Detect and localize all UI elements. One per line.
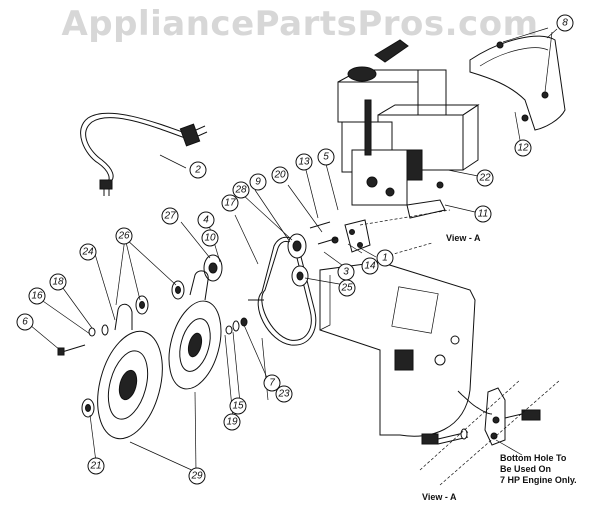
pulley-drawing: [203, 219, 371, 287]
callout-label: 26: [117, 231, 130, 242]
callout-circle: [556, 14, 574, 32]
callout-label: 14: [364, 261, 376, 272]
callout-circle: [476, 169, 494, 187]
callout-circle: [275, 385, 293, 403]
callout-label: 22: [478, 173, 491, 184]
callout-label: 3: [343, 267, 349, 278]
callout-circle: [361, 257, 379, 275]
callout-circle: [271, 166, 289, 184]
callout-circle: [232, 181, 250, 199]
callout-label: 27: [163, 211, 176, 222]
callout-label: 20: [273, 170, 286, 181]
callout-circle: [317, 148, 335, 166]
note-line-3: 7 HP Engine Only.: [500, 475, 577, 485]
callout-label: 6: [22, 317, 28, 328]
callout-circle: [28, 287, 46, 305]
callout-label: 1: [382, 253, 388, 264]
engine-drawing: [337, 39, 480, 219]
note-line-2: Be Used On: [500, 464, 551, 474]
callout-circle: [263, 374, 281, 392]
belt-drawing: [257, 236, 317, 346]
callout-label: 5: [323, 152, 329, 163]
callout-label: 12: [517, 143, 529, 154]
callout-circle: [221, 194, 239, 212]
callout-label: 13: [298, 157, 310, 168]
callout-circle: [16, 313, 34, 331]
callout-circle: [197, 211, 215, 229]
callout-label: 24: [81, 247, 94, 258]
callout-circle: [249, 173, 267, 191]
note-line-1: Bottom Hole To: [500, 453, 567, 463]
callout-circle: [376, 249, 394, 267]
callout-label: 21: [89, 461, 101, 472]
callout-circle: [229, 397, 247, 415]
callout-label: 2: [194, 165, 201, 176]
callout-label: 17: [224, 198, 236, 209]
callout-circle: [49, 273, 67, 291]
callout-circle: [87, 457, 105, 475]
view-a-label-top: View - A: [446, 233, 481, 243]
callouts: 2 8 12 22 11 13 5 20 9 28 17 4 2: [16, 14, 574, 485]
callout-label: 8: [562, 18, 568, 29]
frame-plate-drawing: [319, 261, 476, 437]
shroud-drawing: [469, 27, 566, 131]
callout-circle: [223, 413, 241, 431]
callout-label: 23: [277, 389, 290, 400]
callout-circle: [189, 161, 207, 179]
callout-label: 7: [269, 378, 275, 389]
callout-circle: [295, 153, 313, 171]
callout-label: 9: [255, 177, 261, 188]
callout-circle: [474, 205, 492, 223]
callout-label: 29: [190, 471, 203, 482]
power-cord-drawing: [80, 112, 208, 196]
auger-pulley-drawing: [57, 270, 264, 440]
callout-circle: [201, 229, 219, 247]
callout-circle: [79, 243, 97, 261]
callout-label: 15: [232, 401, 244, 412]
callout-label: 18: [52, 277, 64, 288]
leader-lines: [29, 28, 561, 486]
callout-circle: [188, 467, 206, 485]
callout-label: 25: [340, 283, 353, 294]
callout-circle: [161, 207, 179, 225]
callout-label: 28: [234, 185, 247, 196]
callout-circle: [115, 227, 133, 245]
callout-circle: [338, 279, 356, 297]
callout-circle: [514, 139, 532, 157]
callout-label: 11: [478, 209, 488, 220]
callout-label: 10: [204, 233, 216, 244]
callout-label: 4: [203, 215, 209, 226]
callout-label: 16: [31, 291, 43, 302]
view-a-label-bottom: View - A: [422, 492, 457, 502]
callout-label: 19: [226, 417, 238, 428]
